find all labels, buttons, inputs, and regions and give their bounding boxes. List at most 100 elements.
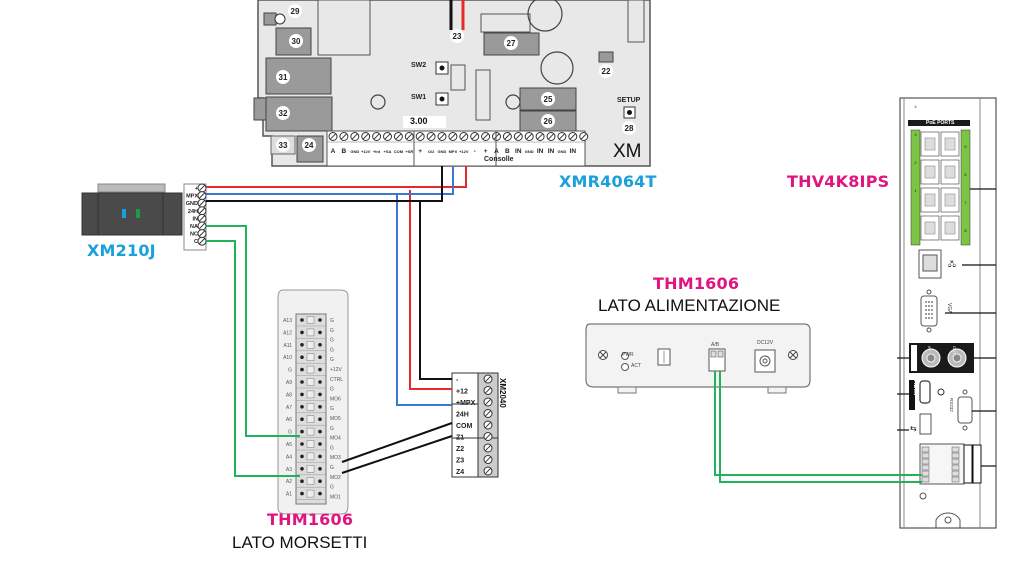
callout-31: 31 xyxy=(276,70,290,84)
poe-port-number: 4 xyxy=(914,104,917,109)
poe-port-number: 7 xyxy=(964,200,967,205)
xmr4064t-terminal-label: B xyxy=(505,148,510,155)
usb-icon: ⇆ xyxy=(910,424,917,433)
xm2040-terminal-screw xyxy=(483,409,493,418)
xmr4064t-terminal-label: + xyxy=(418,148,422,155)
xm210j-terminal-screw xyxy=(197,236,207,246)
xmr4064t-terminal-screw xyxy=(579,132,589,141)
hdmi-label: HDMI xyxy=(912,380,918,396)
xmr4064t-terminal-screw xyxy=(513,132,523,141)
poe-port-number: 8 xyxy=(964,228,967,233)
xm2040-terminal-label: COM xyxy=(456,423,473,430)
xm210j-terminal-label: GND xyxy=(186,201,198,207)
xm2040-terminal-screw xyxy=(483,420,493,430)
thm1606-left-pin-label: A1 xyxy=(286,492,292,498)
thm1606-right-pin-label: G xyxy=(330,338,334,344)
xm2040-terminal-screw xyxy=(483,374,493,384)
thm1606-left-pin-label: A10 xyxy=(283,355,292,361)
thm1606-right-pin-label: G xyxy=(330,485,334,491)
callout-27: 27 xyxy=(504,36,518,50)
thm1606-right-pin-label: CTRL xyxy=(330,377,343,383)
xmr4064t-terminal-label: +Int xyxy=(373,149,381,154)
xmr4064t-terminal-screw xyxy=(404,132,414,141)
callout-22: 22 xyxy=(599,64,613,78)
wire-green-c xyxy=(206,240,300,477)
poe-port xyxy=(940,215,960,241)
svg-text:28: 28 xyxy=(625,124,634,133)
xmr4064t-terminal-screw xyxy=(546,132,556,141)
xmr4064t-terminal-label: IN xyxy=(537,148,544,155)
thm1606-terminal-caption: LATO MORSETTI xyxy=(232,533,368,552)
callout-30: 30 xyxy=(289,34,303,48)
xmr4064t-terminal-screw xyxy=(383,132,392,141)
wire-blue-xm2040 xyxy=(396,194,452,406)
xmr4064t-terminal-label: COM xyxy=(394,149,404,154)
thm1606-right-pin-label: G xyxy=(330,347,334,353)
xmr4064t-terminal-screw xyxy=(459,132,469,141)
hdmi-port xyxy=(919,380,931,404)
thm1606-right-pin-label: G xyxy=(330,328,334,334)
xm210j-terminal-label: C xyxy=(194,239,198,245)
component-29-hole xyxy=(274,13,286,25)
thm1606-left-pin-label: A2 xyxy=(286,479,292,485)
xmr4064t-terminal-label: IN xyxy=(515,148,522,155)
xmr4064t-terminal-screw xyxy=(328,132,338,141)
callout-25: 25 xyxy=(541,92,555,106)
xmr4064t-terminal-screw xyxy=(350,132,360,141)
xm210j-terminal-label: NC xyxy=(190,232,198,238)
xmr4064t-terminal-label: O/2 xyxy=(428,149,435,154)
xm2040-terminal-label: Z3 xyxy=(456,458,464,465)
rs232-port xyxy=(957,396,973,424)
component-29-body xyxy=(263,12,277,26)
xmr4064t-terminal-label: +SR xyxy=(405,149,413,154)
poe-port-number: 1 xyxy=(914,188,917,193)
xm2040-terminal-screw xyxy=(483,443,493,453)
svg-text:23: 23 xyxy=(453,32,462,41)
component-31 xyxy=(265,57,332,95)
xm2040-terminal-label: Z4 xyxy=(456,469,464,476)
svg-text:31: 31 xyxy=(279,73,288,82)
xm2040-terminal-label: Z1 xyxy=(456,435,464,442)
thm1606-right-pin-label: MO4 xyxy=(330,436,341,442)
xm210j-terminal-label: NA xyxy=(190,224,198,230)
poe-port xyxy=(920,131,940,157)
hdmi-logo xyxy=(909,380,915,410)
wire-black-com xyxy=(341,422,453,463)
component-32 xyxy=(265,96,333,132)
wire-green-na xyxy=(206,225,300,437)
thm1606-right-pin-label: MO6 xyxy=(330,396,341,402)
xmr4064t-terminal-label: GND xyxy=(557,149,566,154)
xmr4064t-terminal-label: GND xyxy=(438,149,447,154)
xmr4064t-terminal-label: B xyxy=(342,148,347,155)
thm1606-left-pin-label: A11 xyxy=(283,343,292,349)
thm1606-left-pin-label: A7 xyxy=(286,405,292,411)
poe-header-label: PoE PORTS xyxy=(926,120,955,126)
svg-text:30: 30 xyxy=(292,37,301,46)
component-22 xyxy=(598,51,614,63)
callout-28: 28 xyxy=(622,121,636,135)
poe-ports-header xyxy=(908,120,970,126)
thm1606-left-pin-label: A3 xyxy=(286,467,292,473)
thm1606-right-pin-label: G xyxy=(330,318,334,324)
xm210j-terminal-screw xyxy=(197,191,207,201)
xm210j-terminal-label: IN xyxy=(193,216,199,222)
wire-black-xm2040 xyxy=(419,201,452,380)
vga-port xyxy=(920,295,938,327)
xm210j-terminal-screw xyxy=(197,213,207,223)
svg-text:24: 24 xyxy=(305,141,314,150)
wire-black-gnd xyxy=(206,166,443,202)
rs232-label: RS232 xyxy=(949,398,954,412)
xmr4064t-terminal-screw xyxy=(448,132,458,141)
thm1606-right-pin-label: G xyxy=(330,445,334,451)
xm210j-terminal-label: + xyxy=(195,186,198,192)
callout-23: 23 xyxy=(450,29,464,43)
ab-label: A/B xyxy=(711,342,720,348)
act-label: ACT xyxy=(631,363,641,369)
xm2040-terminal-screw xyxy=(483,386,493,395)
xmr4064t-terminal-screw xyxy=(437,132,447,141)
xm210j-terminal-screw xyxy=(197,229,207,239)
thm1606-left-pin-label: G xyxy=(288,430,292,436)
